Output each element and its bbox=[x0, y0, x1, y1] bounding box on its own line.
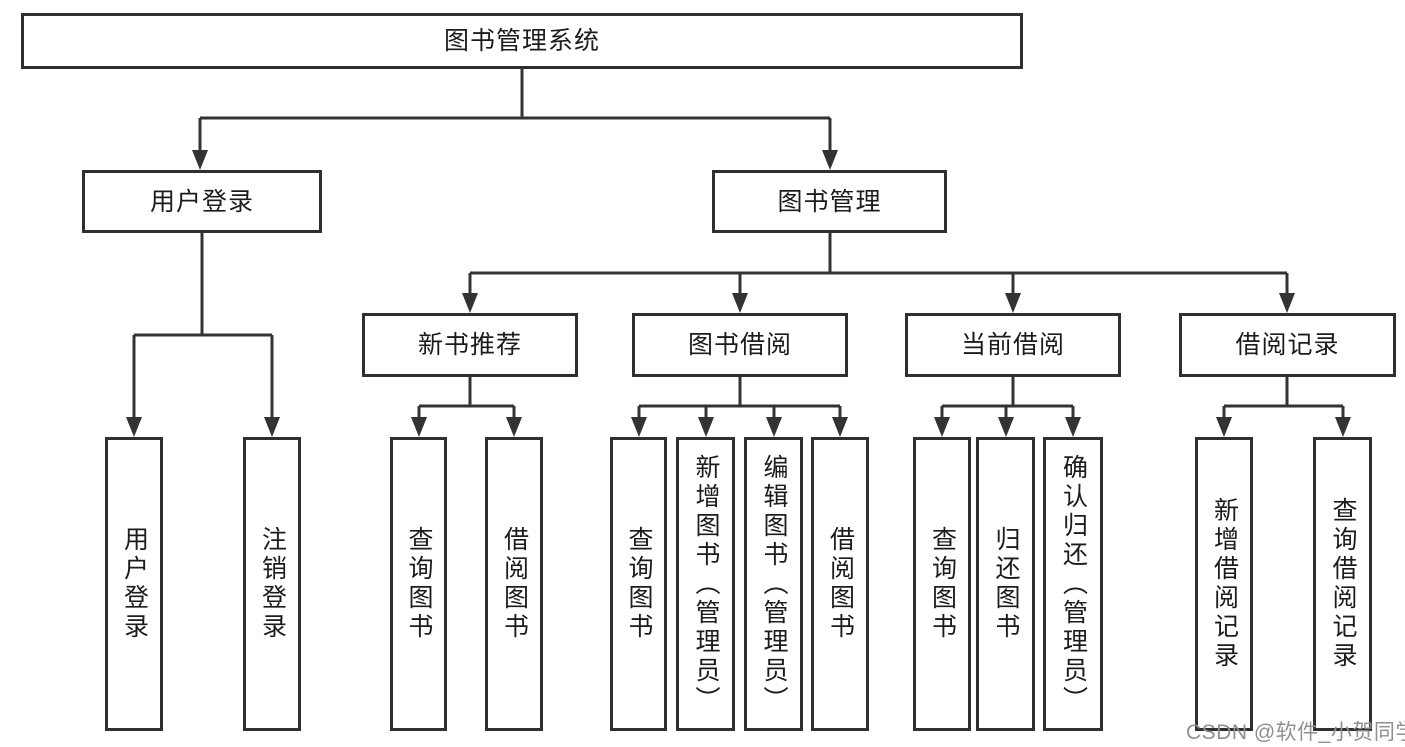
leaf-newbook-query: 查询图书 bbox=[390, 437, 447, 731]
node-user-login: 用户登录 bbox=[82, 170, 322, 233]
leaf-borrow-edit-admin: 编辑图书（管理员） bbox=[744, 437, 803, 731]
node-new-book-recommend: 新书推荐 bbox=[362, 313, 578, 377]
leaf-current-return: 归还图书 bbox=[976, 437, 1035, 731]
leaf-current-return-label: 归还图书 bbox=[992, 526, 1020, 642]
leaf-user-login: 用户登录 bbox=[105, 437, 163, 731]
node-book-borrow: 图书借阅 bbox=[632, 313, 848, 377]
leaf-borrow-borrow: 借阅图书 bbox=[811, 437, 869, 731]
node-borrow-record: 借阅记录 bbox=[1179, 313, 1396, 377]
leaf-borrow-edit-admin-label: 编辑图书（管理员） bbox=[760, 453, 788, 715]
leaf-current-query: 查询图书 bbox=[913, 437, 971, 731]
leaf-user-logout-label: 注销登录 bbox=[258, 526, 287, 642]
node-current-borrow: 当前借阅 bbox=[905, 313, 1121, 377]
node-root-label: 图书管理系统 bbox=[443, 27, 600, 55]
leaf-borrow-query-label: 查询图书 bbox=[625, 526, 653, 642]
node-new-book-recommend-label: 新书推荐 bbox=[417, 331, 522, 359]
leaf-borrow-add-admin-label: 新增图书（管理员） bbox=[692, 453, 720, 715]
watermark: CSDN @软件_小贺同学 bbox=[1186, 721, 1405, 744]
node-user-login-label: 用户登录 bbox=[149, 187, 254, 216]
node-root: 图书管理系统 bbox=[21, 13, 1023, 69]
node-current-borrow-label: 当前借阅 bbox=[960, 331, 1065, 359]
leaf-newbook-query-label: 查询图书 bbox=[405, 526, 433, 642]
leaf-borrow-add-admin: 新增图书（管理员） bbox=[676, 437, 735, 731]
leaf-record-query-label: 查询借阅记录 bbox=[1329, 497, 1357, 671]
node-borrow-record-label: 借阅记录 bbox=[1235, 331, 1340, 359]
node-book-management: 图书管理 bbox=[712, 170, 947, 233]
leaf-current-query-label: 查询图书 bbox=[928, 526, 957, 642]
leaf-borrow-query: 查询图书 bbox=[610, 437, 667, 731]
leaf-newbook-borrow-label: 借阅图书 bbox=[500, 526, 529, 642]
leaf-borrow-borrow-label: 借阅图书 bbox=[826, 526, 855, 642]
leaf-newbook-borrow: 借阅图书 bbox=[485, 437, 543, 731]
leaf-record-add: 新增借阅记录 bbox=[1195, 437, 1253, 731]
leaf-record-query: 查询借阅记录 bbox=[1313, 437, 1372, 731]
node-book-management-label: 图书管理 bbox=[777, 187, 882, 216]
node-book-borrow-label: 图书借阅 bbox=[687, 331, 792, 359]
leaf-user-login-label: 用户登录 bbox=[120, 526, 149, 642]
leaf-current-confirm-admin: 确认归还（管理员） bbox=[1043, 437, 1103, 731]
leaf-user-logout: 注销登录 bbox=[243, 437, 301, 731]
leaf-current-confirm-admin-label: 确认归还（管理员） bbox=[1059, 453, 1088, 715]
leaf-record-add-label: 新增借阅记录 bbox=[1210, 497, 1239, 671]
